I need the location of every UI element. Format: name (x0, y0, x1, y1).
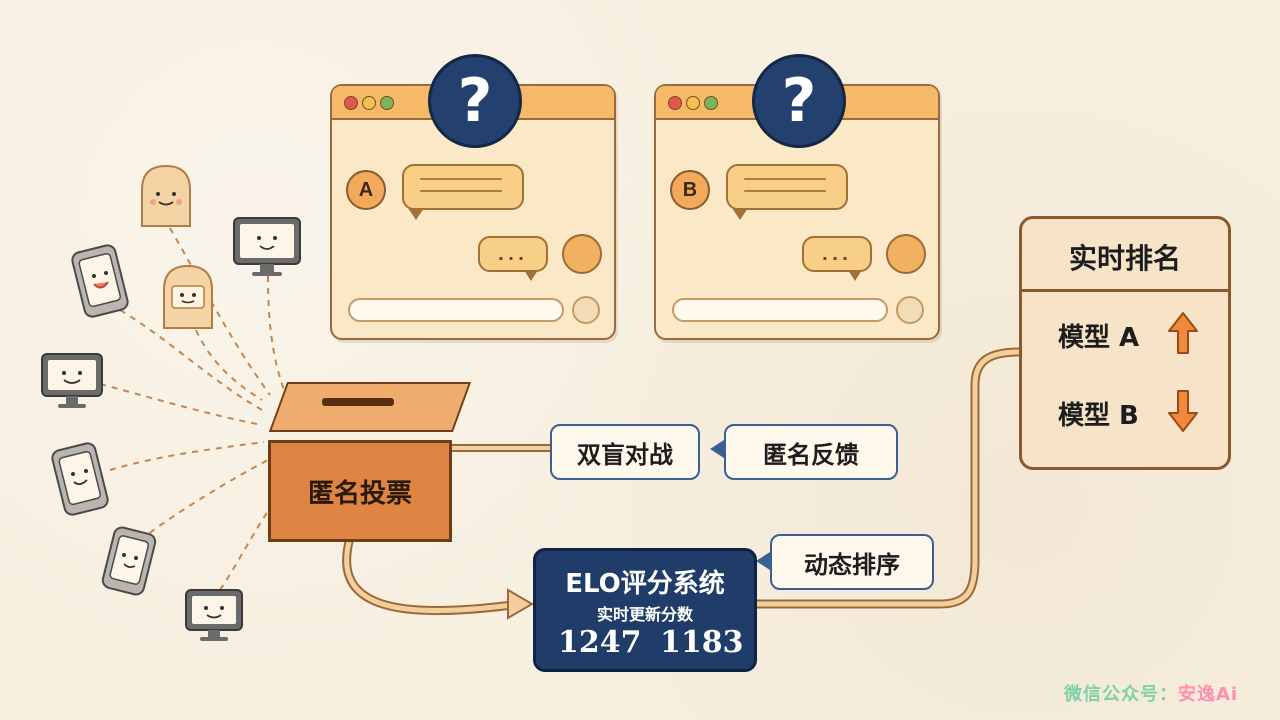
dashed-line-1 (169, 227, 271, 396)
user-avatar-icon (562, 234, 602, 274)
model-reply-bubble (402, 164, 524, 220)
tag-anonymous-feedback: 匿名反馈 (724, 424, 898, 480)
arrow-up-icon (1168, 312, 1198, 354)
chat-input[interactable] (672, 298, 888, 322)
phone-icon-2 (51, 442, 109, 516)
watermark-prefix: 微信公众号： (1064, 684, 1178, 705)
elo-score-a: 1247 (558, 625, 642, 660)
question-mark-icon: ? (428, 54, 522, 148)
model-reply-bubble (726, 164, 848, 220)
maximize-dot-icon (380, 96, 394, 110)
chat-input[interactable] (348, 298, 564, 322)
ballot-box-lid (268, 382, 472, 432)
tag-dynamic-sort: 动态排序 (770, 534, 934, 590)
ballot-box-label: 匿名投票 (307, 478, 412, 509)
dashed-line-5 (99, 383, 263, 426)
ranking-title: 实时排名 (1068, 242, 1181, 275)
watermark-brand: 安逸Ai (1178, 684, 1239, 705)
ranking-row-model-a: 模型 A (1058, 323, 1140, 353)
monitor-icon-3 (185, 589, 243, 641)
send-button[interactable] (572, 296, 600, 324)
dashed-line-6 (109, 441, 265, 471)
ranking-divider (1022, 289, 1228, 292)
typing-dots: ... (497, 244, 529, 264)
ghost-icon-2 (163, 264, 213, 329)
ballot-slot (322, 398, 394, 406)
user-avatar-icon (886, 234, 926, 274)
ranking-panel: 实时排名 模型 A 模型 B (1019, 216, 1231, 470)
close-dot-icon (668, 96, 682, 110)
elo-scoring-card: ELO评分系统 实时更新分数 1247 1183 (533, 548, 757, 672)
dashed-line-3 (119, 309, 263, 411)
send-button[interactable] (896, 296, 924, 324)
question-mark-icon: ? (752, 54, 846, 148)
watermark: 微信公众号：安逸Ai (1064, 680, 1238, 706)
user-message-bubble: ... (478, 236, 548, 281)
minimize-dot-icon (362, 96, 376, 110)
elo-score-b: 1183 (660, 625, 744, 660)
model-badge: B (670, 170, 710, 210)
dashed-line-7 (139, 459, 269, 541)
close-dot-icon (344, 96, 358, 110)
arrow-down-icon (1168, 390, 1198, 432)
typing-dots: ... (821, 244, 853, 264)
tag-pointer (710, 440, 724, 458)
ghost-icon-1 (141, 164, 191, 227)
ranking-row-model-b: 模型 B (1058, 401, 1139, 431)
user-message-bubble: ... (802, 236, 872, 281)
monitor-icon-1 (233, 217, 301, 276)
tag-blind-battle: 双盲对战 (550, 424, 700, 480)
dashed-line-4 (195, 329, 263, 401)
minimize-dot-icon (686, 96, 700, 110)
tag-pointer (756, 552, 770, 570)
monitor-icon-2 (41, 353, 103, 408)
elo-title: ELO评分系统 (565, 569, 725, 599)
elo-subtitle: 实时更新分数 (596, 605, 693, 624)
maximize-dot-icon (704, 96, 718, 110)
chat-window-a: ? A ... (330, 54, 616, 340)
ballot-box-body: 匿名投票 (268, 440, 452, 542)
phone-icon-1 (71, 244, 129, 318)
arrowhead-elo (507, 588, 534, 620)
chat-window-b: ? B ... (654, 54, 940, 340)
phone-icon-3 (101, 526, 157, 596)
dashed-line-2 (267, 275, 287, 396)
model-badge: A (346, 170, 386, 210)
